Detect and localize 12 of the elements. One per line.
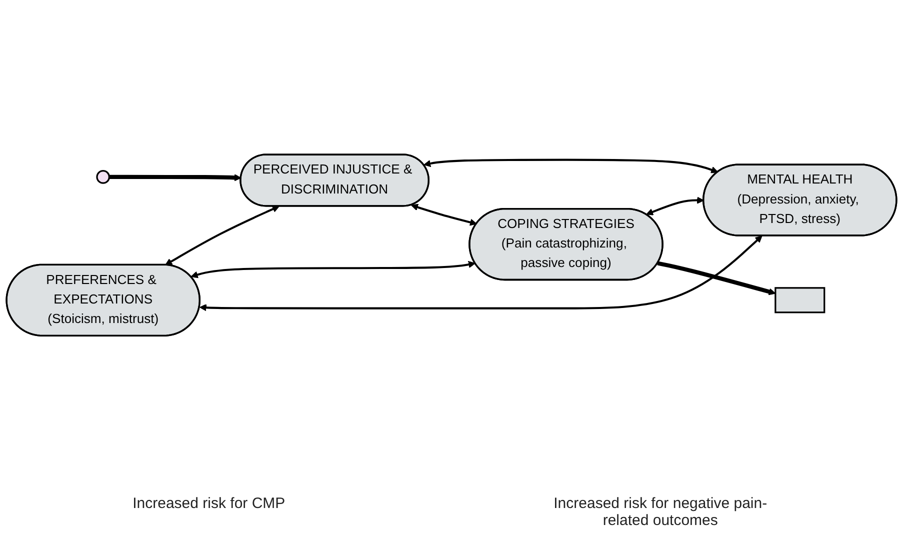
- arrow: [646, 196, 704, 216]
- arrow: [165, 206, 280, 266]
- arrow: [199, 236, 762, 312]
- arrow: [424, 158, 718, 174]
- note-text: Increased risk for negative pain-related outcomes: [552, 495, 768, 529]
- note-text: Increased risk for CMP: [132, 495, 286, 514]
- node-box: [774, 287, 826, 314]
- arrow: [411, 204, 477, 226]
- arrow: [657, 261, 776, 296]
- arrow: [190, 260, 476, 278]
- arrow: [109, 174, 242, 182]
- node-circle: [96, 170, 110, 184]
